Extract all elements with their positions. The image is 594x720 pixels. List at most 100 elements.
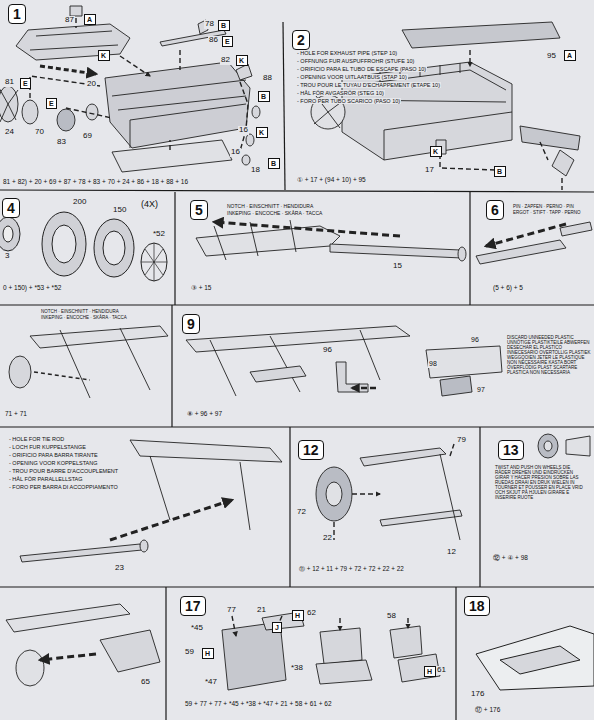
instruction-note: - OPENING VOOR UITLAATBUIS (STAP 10) bbox=[296, 74, 408, 80]
chassis-parts bbox=[476, 222, 592, 264]
part-number: *47 bbox=[204, 678, 218, 687]
instruction-note: - FORO PER TUBO SCARICO (PASO 10) bbox=[296, 98, 401, 104]
part-number: 22 bbox=[322, 534, 333, 543]
step-text: B bbox=[221, 22, 227, 29]
step-text: E bbox=[225, 38, 230, 45]
assembly-arrow bbox=[110, 500, 232, 540]
part-number: 72 bbox=[296, 508, 307, 517]
part-letter-tag: K bbox=[98, 50, 110, 61]
step-number: 4 bbox=[2, 198, 20, 218]
part-number: 3 bbox=[4, 252, 10, 261]
step-text: 5 bbox=[195, 203, 203, 217]
part-number: 18 bbox=[250, 166, 261, 175]
part-letter-tag: B bbox=[258, 91, 270, 102]
panel-dividers bbox=[0, 22, 594, 720]
part-number: 176 bbox=[470, 690, 485, 699]
instruction-note: - LOCH FUR KUPPELSTANGE bbox=[8, 444, 87, 450]
part-number: ⑰ + 176 bbox=[474, 706, 501, 713]
instruction-note: 59 + 77 + 77 + *45 + *38 + *47 + 21 + 58… bbox=[184, 700, 333, 707]
frame-parts bbox=[6, 604, 160, 686]
step-text: H bbox=[427, 668, 433, 675]
part-number: 24 bbox=[4, 128, 15, 137]
instruction-note: (5 + 6) + 5 bbox=[492, 284, 524, 291]
part-number: *52 bbox=[152, 230, 166, 239]
part-number: 98 bbox=[428, 360, 438, 368]
part-number: *45 bbox=[190, 624, 204, 633]
part-number: 71 + 71 bbox=[4, 410, 28, 417]
assembly-arrow bbox=[40, 654, 96, 660]
step-number: 17 bbox=[180, 596, 206, 616]
assembly-arrows bbox=[30, 18, 248, 158]
part-number: (4X) bbox=[140, 200, 159, 210]
part-letter-tag: B bbox=[494, 166, 506, 177]
instruction-note: PIN · ZAPFEN · PERNO · PIN bbox=[512, 205, 575, 210]
instruction-note: - HÅL FÖR PARALLELLSTAG bbox=[8, 476, 84, 482]
assembly-arrows bbox=[334, 444, 454, 540]
part-letter-tag: H bbox=[292, 610, 304, 621]
part-number: 78 bbox=[204, 20, 215, 29]
instruction-note: ⑧ + 96 + 97 bbox=[186, 410, 223, 417]
instruction-note: - HOLE FOR EXHAUST PIPE (STEP 10) bbox=[296, 50, 398, 56]
part-number: 58 bbox=[386, 612, 397, 621]
part-number: *38 bbox=[290, 664, 304, 673]
part-number: 59 bbox=[184, 648, 195, 657]
step-text: E bbox=[49, 100, 54, 107]
step-text: H bbox=[295, 612, 301, 619]
instruction-note: - OPENING VOOR KOPPELSTANG bbox=[8, 460, 99, 466]
part-number: 97 bbox=[476, 386, 486, 394]
part-letter-tag: B bbox=[268, 158, 280, 169]
steering-parts bbox=[20, 440, 282, 562]
step-text: 6 bbox=[491, 203, 499, 217]
frame-parts bbox=[186, 326, 502, 396]
part-number: 150 bbox=[112, 206, 127, 215]
step-text: K bbox=[101, 52, 107, 59]
part-number: 20 bbox=[86, 80, 97, 89]
step-number: 6 bbox=[486, 200, 504, 220]
assembly-arrows bbox=[440, 50, 562, 190]
instruction-note: INKEPING · ENCOCHE · SKÅRA · TACCA bbox=[40, 316, 128, 321]
step-text: 2 bbox=[297, 33, 305, 47]
step-text: 18 bbox=[469, 599, 485, 613]
part-number: 61 bbox=[436, 666, 447, 675]
part-letter-tag: J bbox=[272, 622, 282, 633]
step-number: 18 bbox=[464, 596, 490, 616]
instruction-note: ERGOT · STIFT · TAPP · PERNO bbox=[512, 211, 582, 216]
step-text: 1 bbox=[13, 7, 21, 21]
part-number: 87 bbox=[64, 16, 75, 25]
part-number: 88 bbox=[262, 74, 273, 83]
part-number: 65 bbox=[140, 678, 151, 687]
part-number: 95 bbox=[546, 52, 557, 61]
part-letter-tag: H bbox=[424, 666, 436, 677]
instruction-note: ⑫ + ④ + 98 bbox=[492, 554, 529, 561]
step-text: 17 bbox=[185, 599, 201, 613]
step-text: B bbox=[271, 160, 277, 167]
part-number: 96 bbox=[322, 346, 333, 355]
instruction-note: - ORIFICIO PARA EL TUBO DE ESCAPE (PASO … bbox=[296, 66, 427, 72]
part-number: 77 bbox=[226, 606, 237, 615]
part-number: 81 bbox=[4, 78, 15, 87]
instruction-note: ① + 17 + (94 + 10) + 95 bbox=[296, 176, 367, 183]
step-text: A bbox=[567, 52, 573, 59]
part-number: 23 bbox=[114, 564, 125, 573]
interior-parts bbox=[222, 612, 440, 690]
step-text: A bbox=[87, 16, 93, 23]
body-shell bbox=[476, 626, 594, 690]
part-letter-tag: B bbox=[218, 20, 230, 31]
instruction-note: - FORO PER BARRA DI ACCOPPIAMENTO bbox=[8, 484, 119, 490]
instruction-note: 0 + 150) + *53 + *52 bbox=[2, 284, 62, 291]
part-number: 21 bbox=[256, 606, 267, 615]
instruction-note: INKEPING · ENCOCHE · SKÅRA · TACCA bbox=[226, 211, 323, 217]
instruction-note: TWIST AND PUSH ON WHEELS DIE RÄDER DREHE… bbox=[494, 466, 588, 501]
step-text: 13 bbox=[503, 443, 519, 457]
step-number: 5 bbox=[190, 200, 208, 220]
part-letter-tag: K bbox=[256, 127, 268, 138]
instruction-note: ⑪ + 12 + 11 + 79 + 72 + 72 + 22 + 22 bbox=[298, 566, 405, 573]
instruction-note: - TROU POUR LE TUYAU D'ECHAPPEMENT (ETAP… bbox=[296, 82, 441, 88]
step-number: 2 bbox=[292, 30, 310, 50]
wheel-parts bbox=[0, 212, 167, 281]
part-number: 17 bbox=[424, 166, 435, 175]
step-text: B bbox=[261, 93, 267, 100]
instruction-note: NOTCH · EINSCHNITT · HENDIDURA bbox=[40, 310, 120, 315]
part-letter-tag: K bbox=[236, 55, 248, 66]
wheel-parts bbox=[538, 434, 590, 458]
